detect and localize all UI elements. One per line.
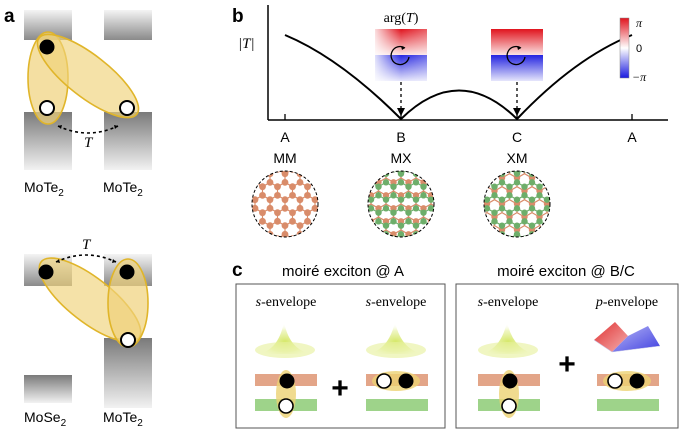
plus-sign: + xyxy=(331,372,349,405)
tunneling-label: T xyxy=(84,135,94,151)
hole-dot xyxy=(119,100,135,116)
point-label: C xyxy=(512,129,522,145)
envelope-label: s-envelope xyxy=(366,295,427,310)
plus-sign: + xyxy=(558,348,576,381)
panel-label-b: b xyxy=(232,6,244,27)
exciton-config-2 xyxy=(366,371,428,411)
tunneling-label: T xyxy=(82,237,92,253)
electron-dot xyxy=(39,39,55,55)
hole-dot xyxy=(39,100,55,116)
hole-dot xyxy=(120,332,136,348)
tunneling-arrow xyxy=(55,254,117,263)
panel-label-a: a xyxy=(4,6,15,27)
s-envelope-glow xyxy=(478,322,538,358)
band-structure-top xyxy=(24,10,152,170)
section-title-a: moiré exciton @ A xyxy=(282,263,404,280)
exciton-config-4 xyxy=(597,371,659,411)
section-title-bc: moiré exciton @ B/C xyxy=(497,263,635,280)
colorbar-tick-mid: 0 xyxy=(636,43,642,55)
p-envelope-surface xyxy=(593,322,661,353)
tunneling-arrow xyxy=(57,125,119,134)
colorbar-tick-max: π xyxy=(636,16,643,30)
phase-map-b xyxy=(375,29,427,81)
stacking-label: XM xyxy=(507,150,528,166)
material-label: MoSe2 xyxy=(24,409,67,429)
point-label: B xyxy=(396,129,405,145)
s-envelope-glow xyxy=(255,322,315,358)
x-ticks xyxy=(284,114,633,120)
electron-dot xyxy=(119,264,135,280)
material-label: MoTe2 xyxy=(24,179,64,199)
stacking-label: MM xyxy=(273,150,296,166)
point-label: A xyxy=(627,129,637,145)
phase-map-c xyxy=(491,29,543,81)
interlayer-exciton-ellipses-bottom xyxy=(38,257,149,348)
tunneling-magnitude-curve xyxy=(284,34,633,121)
material-label: MoTe2 xyxy=(103,409,143,429)
exciton-config-1 xyxy=(255,370,317,418)
electron-dot xyxy=(38,264,54,280)
material-label: MoTe2 xyxy=(103,179,143,199)
envelope-label: s-envelope xyxy=(478,295,539,310)
envelope-label: p-envelope xyxy=(595,295,658,310)
panel-label-c: c xyxy=(232,260,243,281)
envelope-label: s-envelope xyxy=(256,295,317,310)
colorbar-tick-min: −π xyxy=(632,70,647,84)
s-envelope-glow xyxy=(365,322,426,358)
stacking-label: MX xyxy=(391,150,413,166)
phase-map-title: arg(T) xyxy=(384,11,419,26)
y-axis-label: |T| xyxy=(238,36,255,52)
interlayer-exciton-ellipses-top xyxy=(27,31,140,125)
exciton-config-3 xyxy=(478,370,540,418)
point-label: A xyxy=(280,129,290,145)
phase-colorbar xyxy=(619,17,630,79)
